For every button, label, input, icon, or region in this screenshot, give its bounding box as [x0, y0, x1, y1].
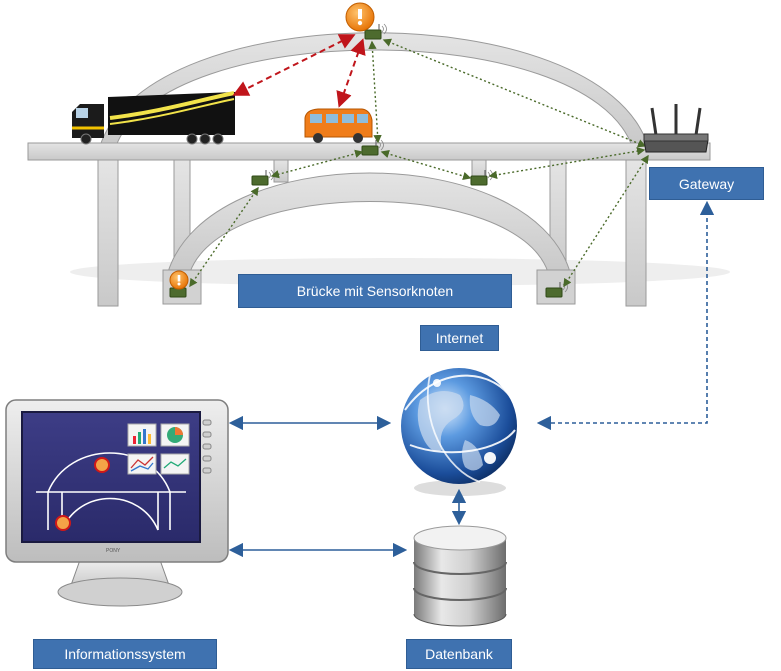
network-links	[228, 200, 715, 558]
alert-links	[232, 34, 366, 108]
globe-icon	[401, 368, 517, 496]
monitor-buttons	[202, 419, 212, 474]
information-system-label: Informationssystem	[33, 639, 217, 669]
sensor-node-icon	[364, 23, 387, 40]
pier	[273, 159, 289, 183]
pier	[625, 159, 647, 307]
truck-icon	[72, 91, 235, 145]
lower-arch	[167, 172, 571, 273]
monitor-brand: PONY	[106, 548, 121, 554]
van-icon	[304, 108, 373, 143]
bridge	[27, 32, 730, 307]
database-icon	[413, 525, 507, 627]
sensor-node-icon	[251, 169, 274, 186]
arch-base-right	[536, 269, 576, 305]
database-label: Datenbank	[406, 639, 512, 669]
sensor-node-icon	[361, 139, 384, 156]
screen-bridge	[36, 452, 186, 531]
link-gateway-internet	[536, 200, 715, 431]
router-icon	[643, 104, 709, 153]
screen-widgets	[127, 423, 190, 475]
sensor-node-icon	[470, 169, 493, 186]
internet-label: Internet	[420, 325, 499, 351]
screen-alerts	[55, 457, 110, 531]
monitor-icon: PONY	[5, 399, 229, 607]
gateway-label: Gateway	[649, 167, 764, 200]
alert-icon	[345, 2, 375, 32]
pier	[97, 159, 119, 307]
bridge-label: Brücke mit Sensorknoten	[238, 274, 512, 308]
alert-icon	[169, 270, 189, 290]
